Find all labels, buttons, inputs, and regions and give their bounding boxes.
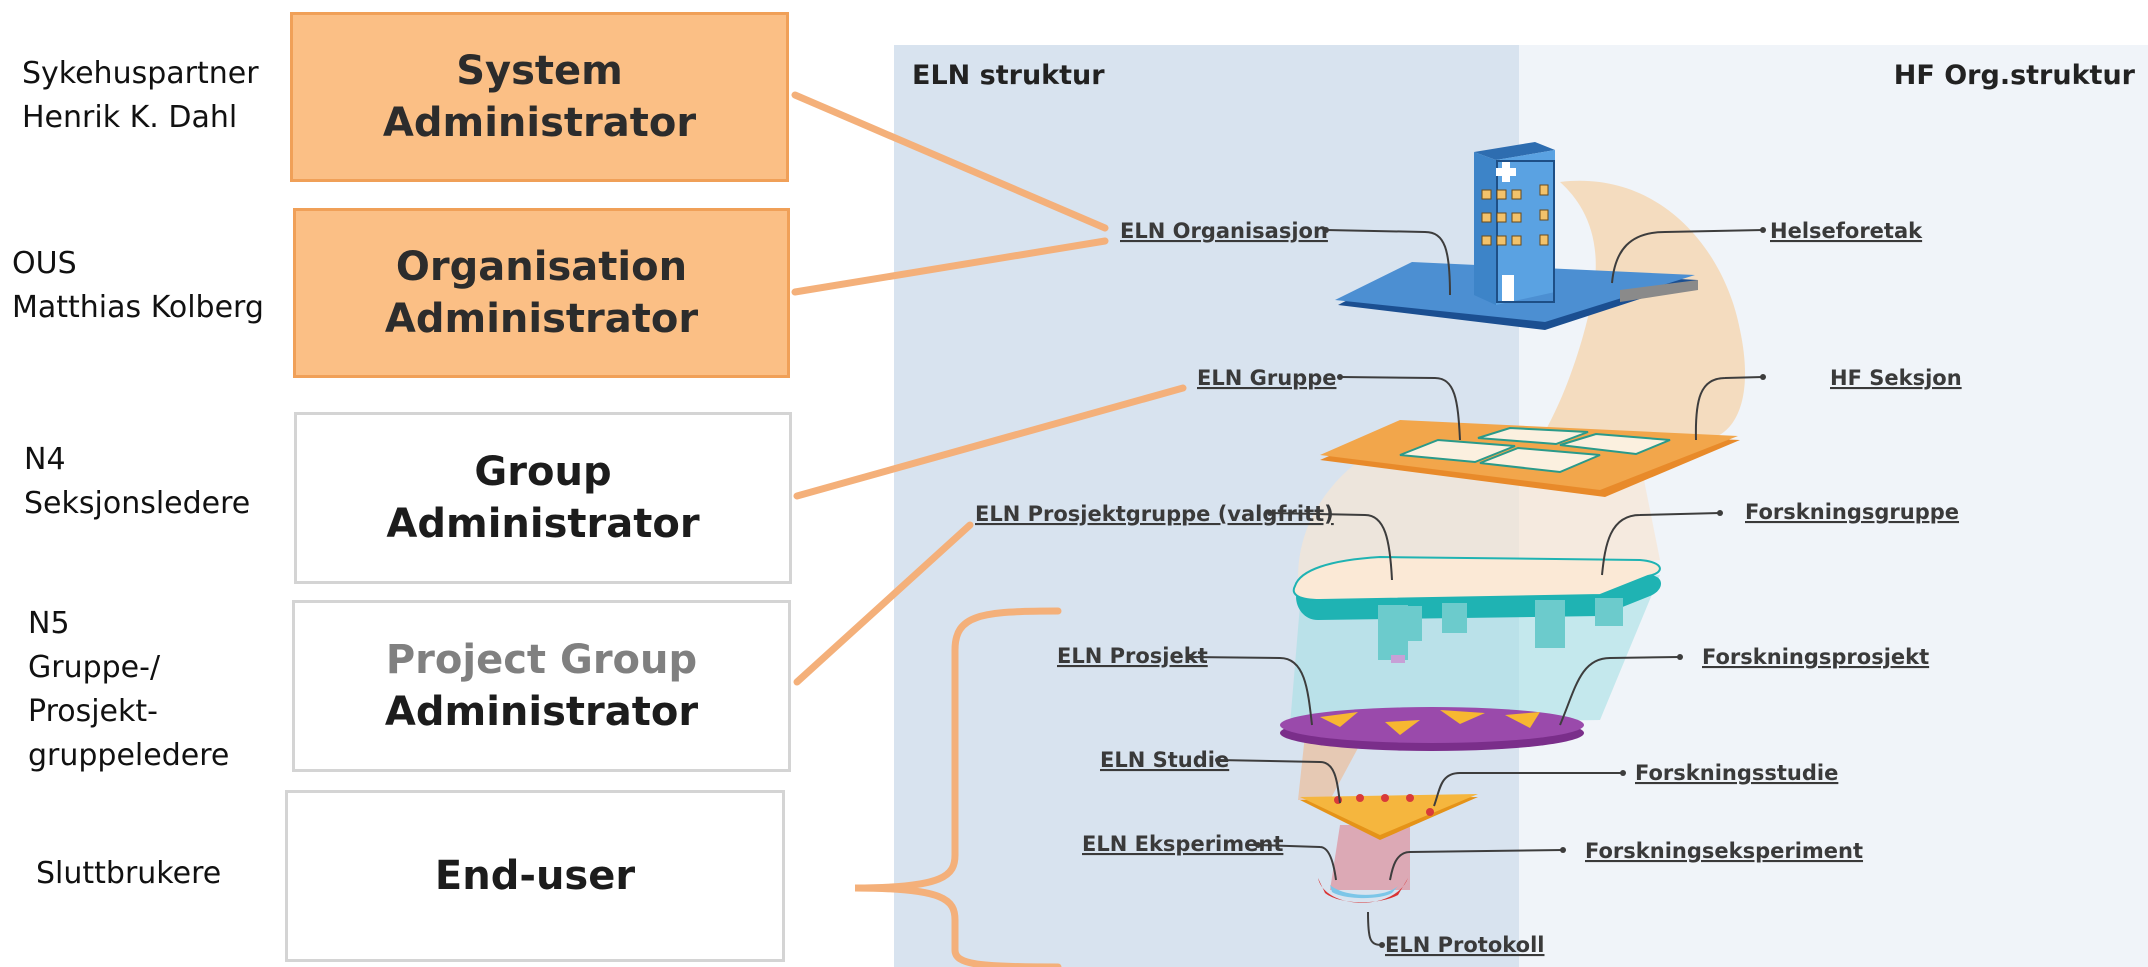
person-line: Matthias Kolberg: [12, 290, 264, 325]
role-line: Project Group: [385, 637, 698, 683]
person-line: OUS: [12, 246, 77, 281]
label-forskningsgruppe: Forskningsgruppe: [1745, 500, 1959, 524]
role-line: Group: [474, 449, 612, 495]
eksperiment-dish-liquid: [1330, 885, 1398, 899]
label-helseforetak: Helseforetak: [1770, 219, 1923, 243]
person-label-system: Sykehuspartner Henrik K. Dahl: [22, 52, 259, 140]
orange-swoosh: [1540, 180, 1746, 440]
role-line: Administrator: [384, 296, 699, 342]
role-line: System: [456, 48, 623, 94]
eln-title: ELN struktur: [912, 60, 1105, 91]
person-label-organisation: OUS Matthias Kolberg: [12, 242, 264, 330]
org-platform-shadow: [1620, 280, 1698, 302]
role-box-group-administrator: Group Administrator: [294, 412, 792, 584]
label-forskningsprosjekt: Forskningsprosjekt: [1702, 645, 1929, 669]
hf-title: HF Org.struktur: [1894, 60, 2136, 91]
label-eln-eksperiment: ELN Eksperiment: [1082, 832, 1283, 856]
person-label-enduser: Sluttbrukere: [36, 852, 221, 896]
leader-dots: [1187, 227, 1766, 948]
role-box-organisation-administrator: Organisation Administrator: [293, 208, 790, 378]
role-box-project-group-administrator: Project Group Administrator: [292, 600, 791, 772]
role-line: Organisation: [395, 244, 688, 290]
connector-project: [793, 521, 974, 686]
label-hf-seksjon: HF Seksjon: [1830, 366, 1962, 390]
person-line: gruppeledere: [28, 738, 230, 773]
person-line: Sykehuspartner: [22, 56, 259, 91]
studie-wedge-top: [1300, 794, 1478, 835]
label-eln-protokoll: ELN Protokoll: [1385, 933, 1544, 957]
prosjekt-triangles: [1320, 710, 1540, 735]
connector-group: [793, 384, 1187, 500]
label-forskningsstudie: Forskningsstudie: [1635, 761, 1838, 785]
role-box-system-administrator: System Administrator: [290, 12, 789, 182]
person-line: N5: [28, 606, 70, 641]
label-forskningseksperiment: Forskningseksperiment: [1585, 839, 1863, 863]
gruppe-platform-top: [1292, 555, 1661, 602]
seksjon-tiles: [1399, 426, 1671, 474]
hospital-icon: [1474, 142, 1555, 305]
role-line: Administrator: [386, 501, 700, 547]
role-line: Administrator: [382, 100, 697, 146]
leader-lines: [1189, 229, 1764, 946]
label-eln-prosjekt: ELN Prosjekt: [1057, 644, 1208, 668]
connector-system: [791, 91, 1109, 232]
pillars: [1378, 598, 1623, 663]
person-line: Henrik K. Dahl: [22, 100, 238, 135]
person-label-group: N4 Seksjonsledere: [24, 438, 250, 526]
role-line: End-user: [434, 853, 636, 899]
person-line: Sluttbrukere: [36, 856, 222, 891]
label-eln-gruppe: ELN Gruppe: [1197, 366, 1336, 390]
person-line: Seksjonsledere: [24, 486, 251, 521]
role-line: Administrator: [384, 689, 699, 735]
person-label-project: N5 Gruppe-/ Prosjekt- gruppeledere: [28, 602, 229, 778]
enduser-bracket: [854, 607, 1062, 967]
role-box-end-user: End-user: [285, 790, 785, 962]
person-line: N4: [24, 442, 66, 477]
person-line: Prosjekt-: [28, 694, 158, 729]
person-line: Gruppe-/: [28, 650, 161, 685]
connector-organisation: [791, 237, 1109, 296]
label-eln-prosjektgruppe: ELN Prosjektgruppe (valgfritt): [975, 502, 1334, 526]
label-eln-studie: ELN Studie: [1100, 748, 1229, 772]
label-eln-organisasjon: ELN Organisasjon: [1120, 219, 1328, 243]
role-connectors: [791, 91, 1187, 967]
red-funnel: [1330, 825, 1410, 890]
